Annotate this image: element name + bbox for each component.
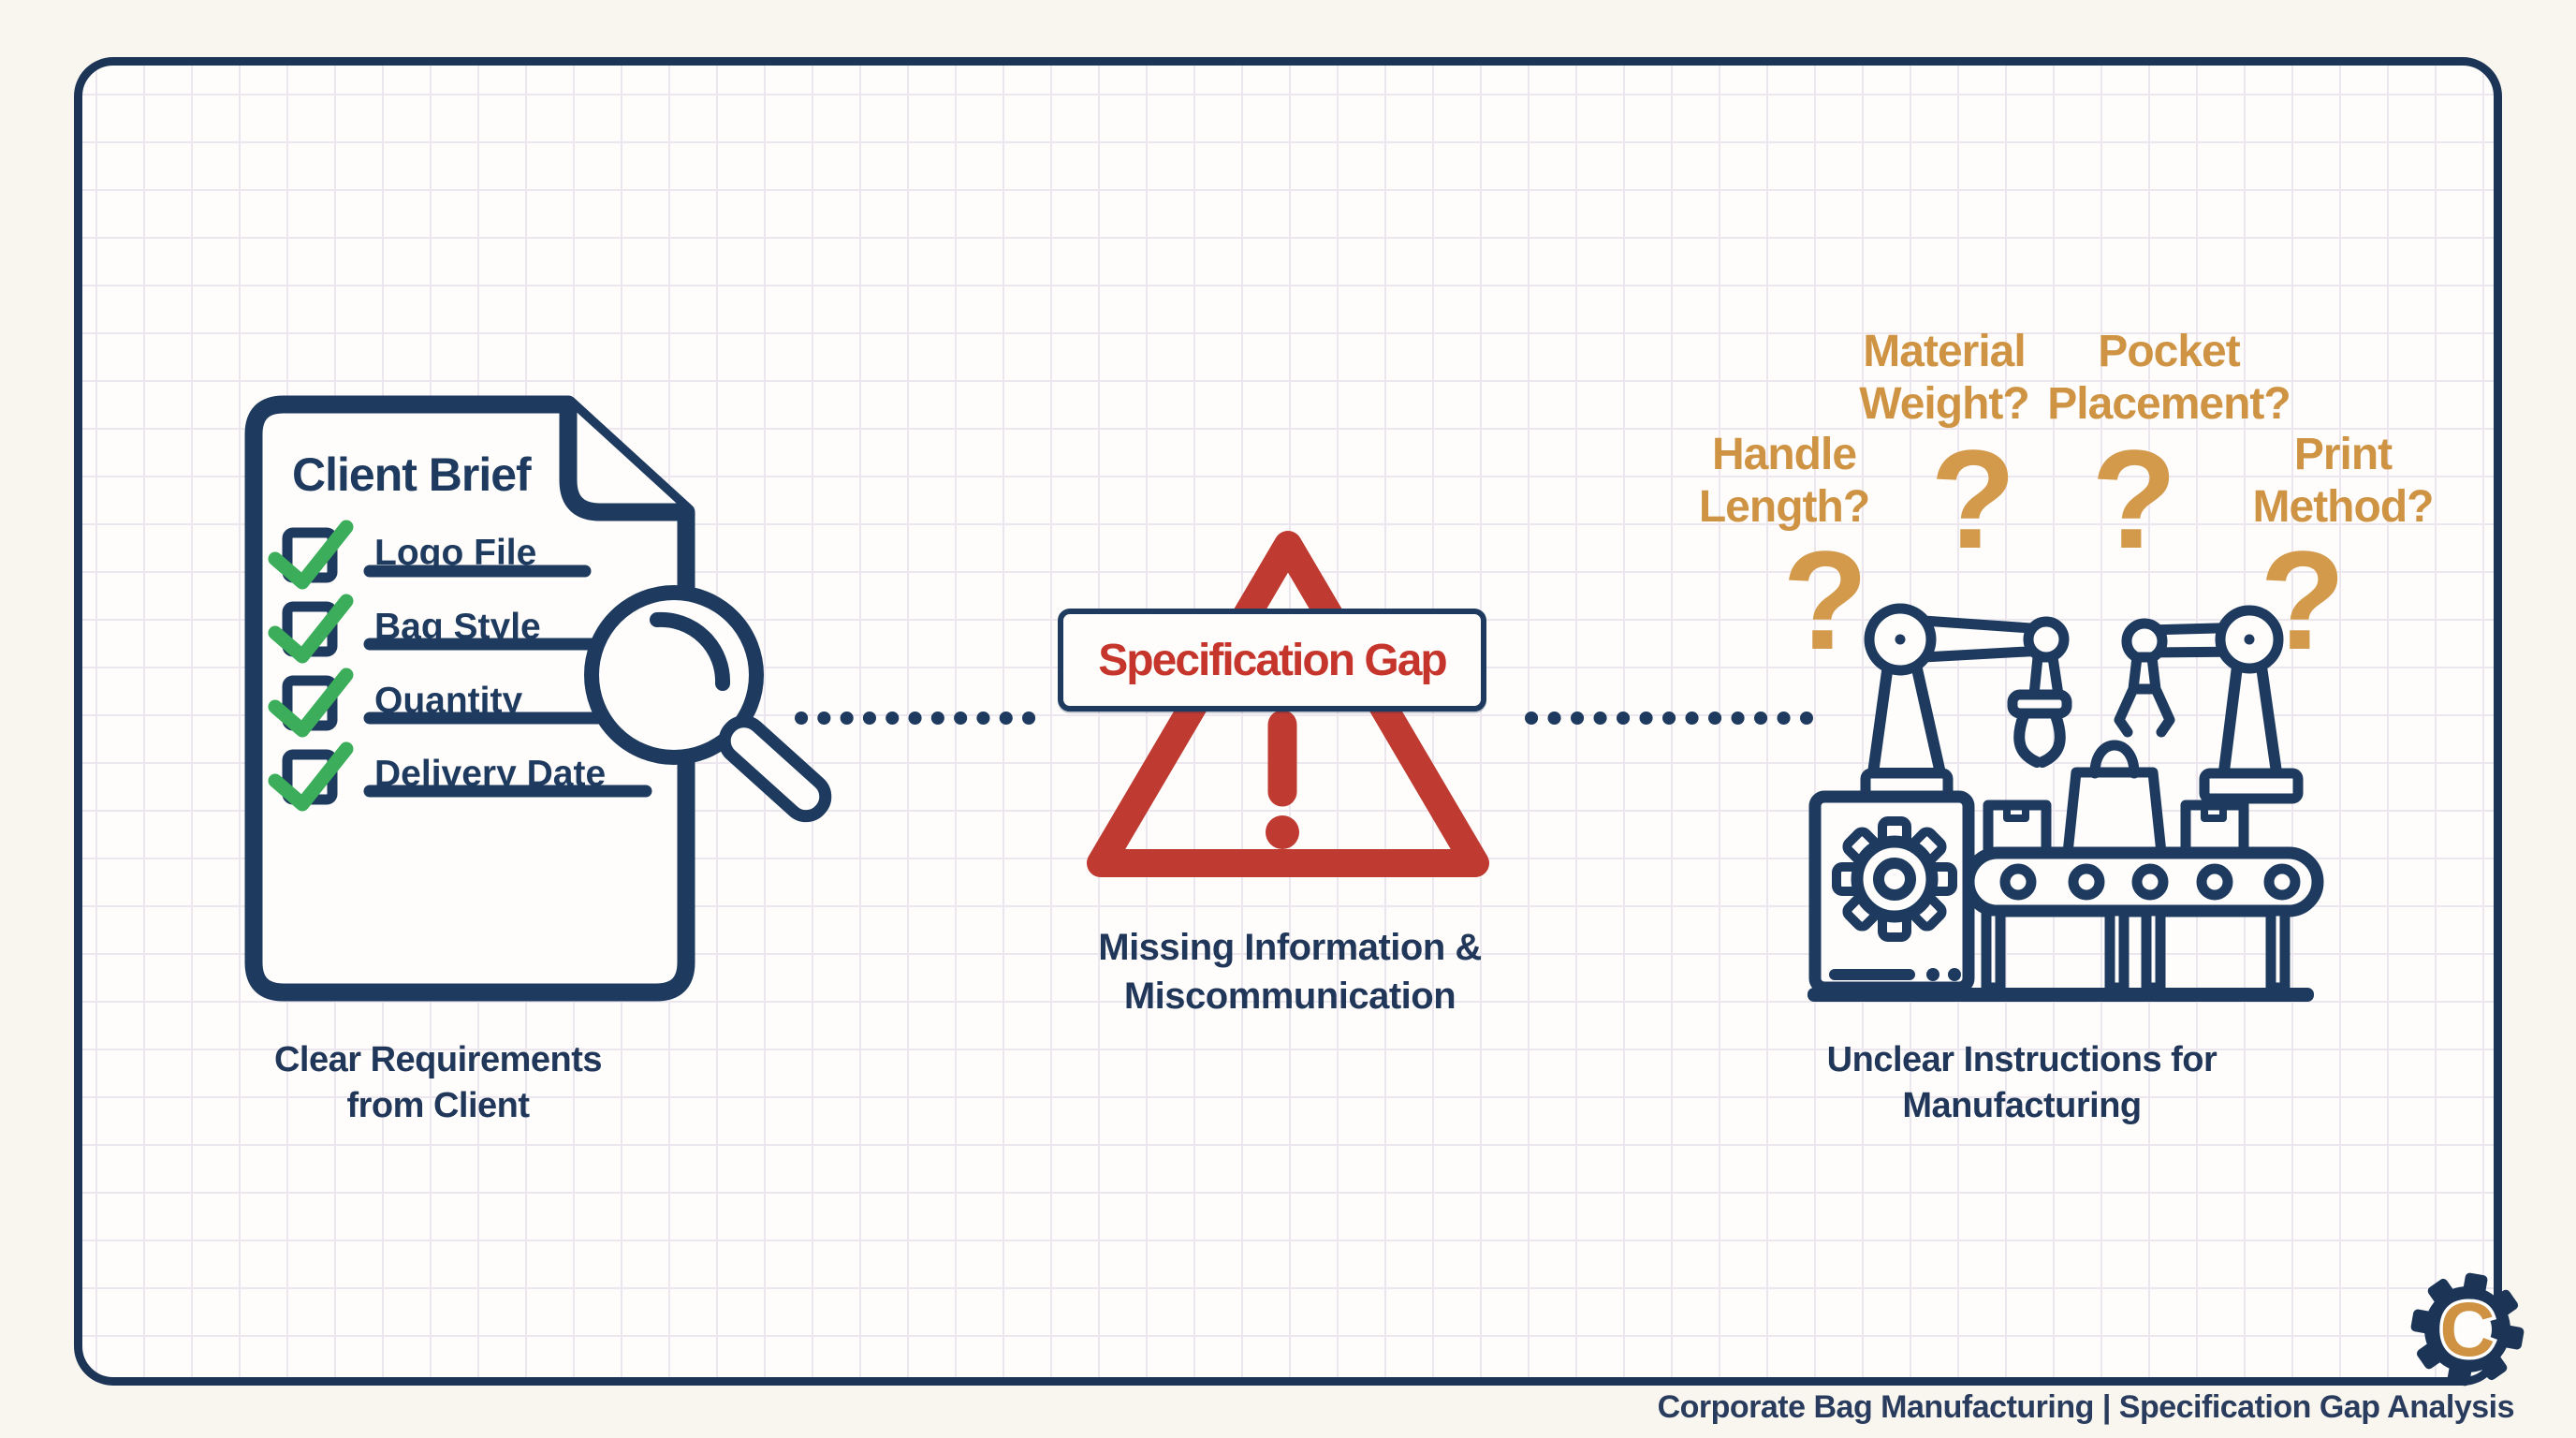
question-line: Weight? — [1859, 378, 2029, 429]
dotted-connector-right — [1525, 712, 1813, 725]
robot-arm-pillar — [2217, 661, 2283, 785]
client-caption: Clear Requirements from Client — [157, 1037, 719, 1130]
footer-text: Corporate Bag Manufacturing | Specificat… — [1657, 1389, 2515, 1425]
checklist-item-delivery-date: Delivery Date — [374, 754, 607, 794]
checkmark-icon — [268, 520, 354, 590]
claw-icon — [2151, 685, 2175, 738]
checklist-item-logo-file: Logo File — [374, 533, 537, 573]
question-handle-length: Handle Length? — [1597, 429, 1971, 533]
factory-icon — [1808, 603, 2324, 1002]
gap-caption: Missing Information & Miscommunication — [1009, 923, 1571, 1020]
box-icon — [2180, 800, 2249, 858]
robot-arm-left — [1864, 603, 2072, 768]
question-pocket-placement: Pocket Placement? — [1982, 326, 2356, 430]
client-brief-document-icon — [244, 395, 832, 1002]
specification-gap-label: Specification Gap — [1098, 635, 1447, 685]
client-caption-line1: Clear Requirements — [273, 1040, 603, 1079]
document-fold-icon — [559, 404, 686, 521]
question-line: Print — [2293, 430, 2393, 479]
question-mark-icon: ? — [1782, 521, 1868, 679]
question-line: Method? — [2252, 481, 2435, 532]
gap-caption-line2: Miscommunication — [1123, 976, 1456, 1017]
mfg-caption-line1: Unclear Instructions for — [1826, 1040, 2217, 1079]
box-icon — [1983, 800, 2052, 858]
question-line: Pocket — [2098, 327, 2240, 376]
question-line: Material — [1863, 327, 2026, 376]
question-print-method: Print Method? — [2156, 429, 2530, 533]
robot-arm-right — [2114, 605, 2284, 738]
brand-letter: C — [2439, 1287, 2495, 1372]
bag-handle — [2089, 740, 2140, 779]
bag-icon — [2062, 767, 2167, 858]
conveyor-rollers — [1999, 863, 2301, 901]
conveyor-items — [1983, 740, 2249, 858]
question-mark-icon: ? — [1930, 420, 2016, 578]
question-line: Placement? — [2047, 378, 2291, 429]
checklist-item-quantity: Quantity — [374, 681, 523, 721]
claw-icon — [2037, 710, 2066, 768]
gap-caption-line1: Missing Information & — [1098, 927, 1482, 968]
checkmark-icon — [268, 668, 354, 738]
document-outline — [244, 395, 695, 1002]
mfg-caption: Unclear Instructions for Manufacturing — [1741, 1037, 2303, 1130]
question-line: Handle — [1711, 430, 1857, 479]
question-mark-icon: ? — [2091, 420, 2177, 578]
conveyor-legs — [1981, 905, 2291, 993]
checklist-item-bag-style: Bag Style — [374, 607, 541, 647]
question-line: Length? — [1698, 481, 1870, 532]
ground-bar — [1808, 988, 2314, 1002]
claw-icon — [2013, 710, 2042, 768]
question-material-weight: Material Weight? — [1757, 326, 2131, 430]
claw-icon — [2114, 685, 2138, 738]
brand-gear-logo: C — [2410, 1272, 2525, 1387]
checkmark-icon — [268, 741, 354, 812]
magnifier-icon — [584, 585, 832, 823]
gear-icon — [1832, 816, 1957, 942]
checkmark-icon — [268, 594, 354, 664]
checklist-underlines — [363, 565, 652, 798]
mfg-caption-line2: Manufacturing — [1902, 1086, 2142, 1126]
robot-arm-pillar — [1867, 659, 1946, 779]
client-brief-title: Client Brief — [292, 448, 532, 501]
dotted-connector-left — [795, 712, 1057, 725]
client-caption-line2: from Client — [346, 1086, 530, 1126]
specification-gap-box: Specification Gap — [1058, 609, 1486, 712]
